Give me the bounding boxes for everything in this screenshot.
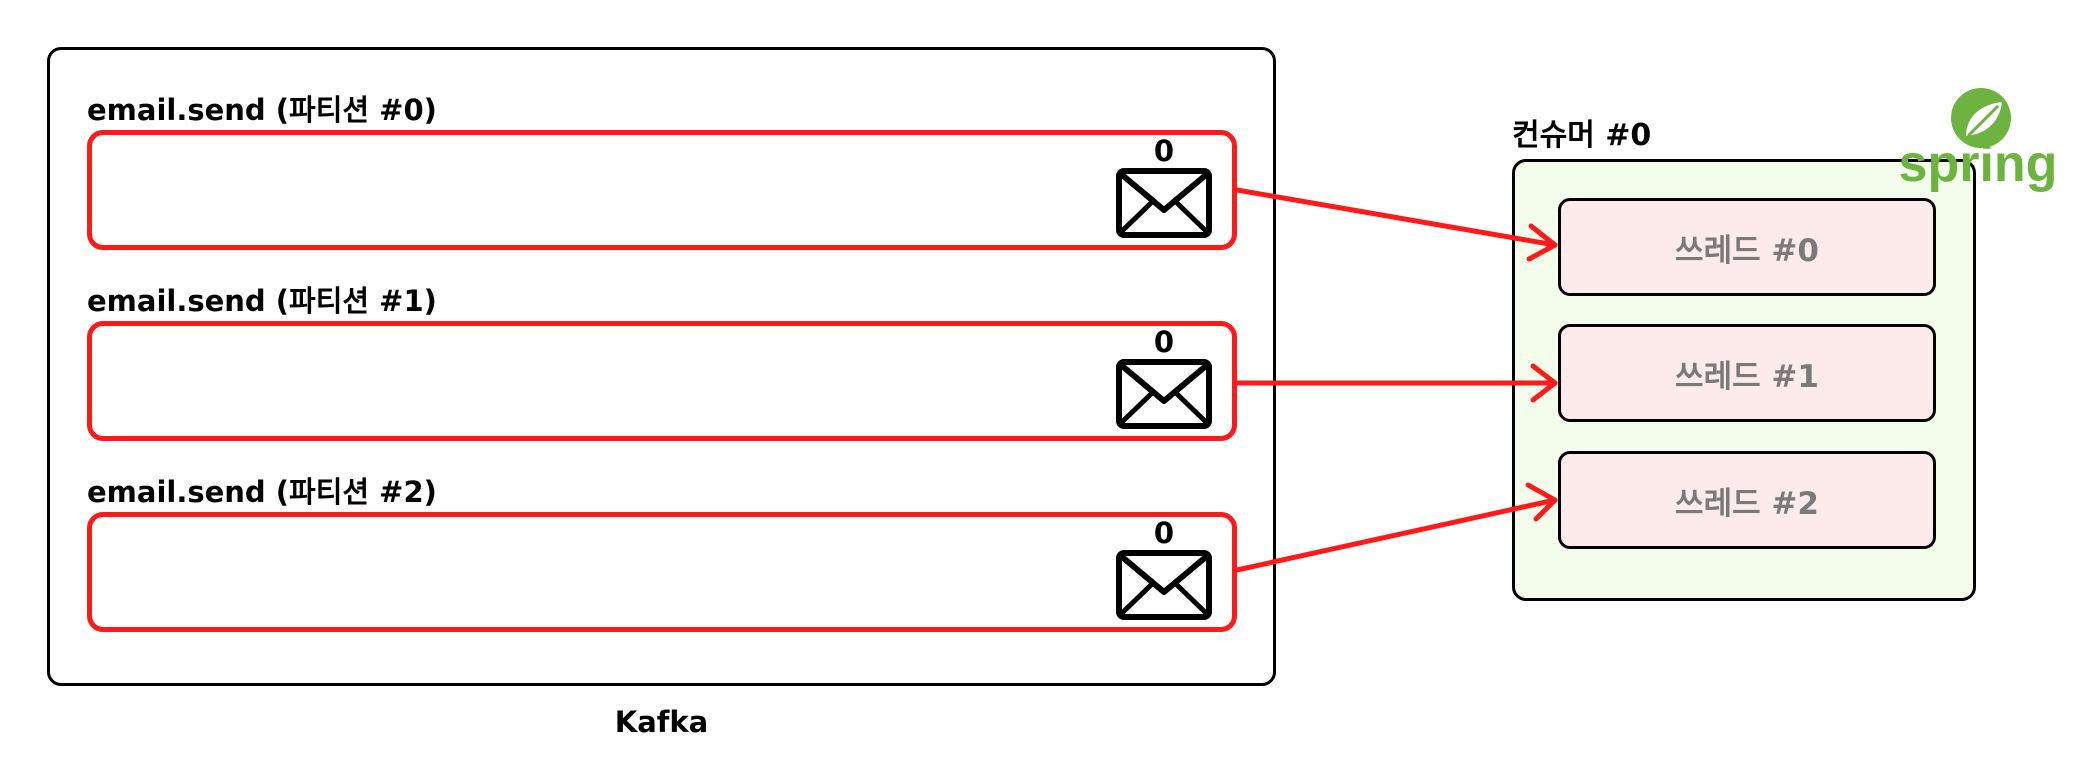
kafka-label: Kafka — [614, 705, 709, 739]
thread-1-box: 쓰레드 #1 — [1558, 324, 1936, 422]
partition-1-box — [87, 321, 1237, 441]
envelope-icon — [1116, 359, 1212, 429]
partition-0-offset: 0 — [1153, 134, 1175, 168]
thread-2-box: 쓰레드 #2 — [1558, 451, 1936, 549]
thread-2-label: 쓰레드 #2 — [1675, 485, 1819, 522]
thread-1-label: 쓰레드 #1 — [1675, 358, 1819, 395]
envelope-icon — [1116, 550, 1212, 620]
partition-0-box — [87, 130, 1237, 250]
partition-1-offset: 0 — [1153, 325, 1175, 359]
partition-2-offset: 0 — [1153, 516, 1175, 550]
thread-0-box: 쓰레드 #0 — [1558, 198, 1936, 296]
spring-leaf-icon — [1951, 88, 2011, 148]
arrow-partition-2-to-thread-2 — [1234, 497, 1558, 573]
kafka-cluster-box — [47, 47, 1276, 686]
partition-0-title: email.send (파티션 #0) — [87, 93, 437, 127]
thread-0-label: 쓰레드 #0 — [1675, 232, 1819, 269]
partition-2-box — [87, 512, 1237, 632]
arrow-partition-0-to-thread-0 — [1234, 187, 1558, 248]
spring-logo: spring — [1899, 88, 2058, 193]
partition-2-title: email.send (파티션 #2) — [87, 475, 437, 509]
partition-1-title: email.send (파티션 #1) — [87, 284, 437, 318]
spring-logo-text: spring — [1899, 135, 2058, 193]
consumer-label: 컨슈머 #0 — [1512, 118, 1652, 153]
envelope-icon — [1116, 168, 1212, 238]
